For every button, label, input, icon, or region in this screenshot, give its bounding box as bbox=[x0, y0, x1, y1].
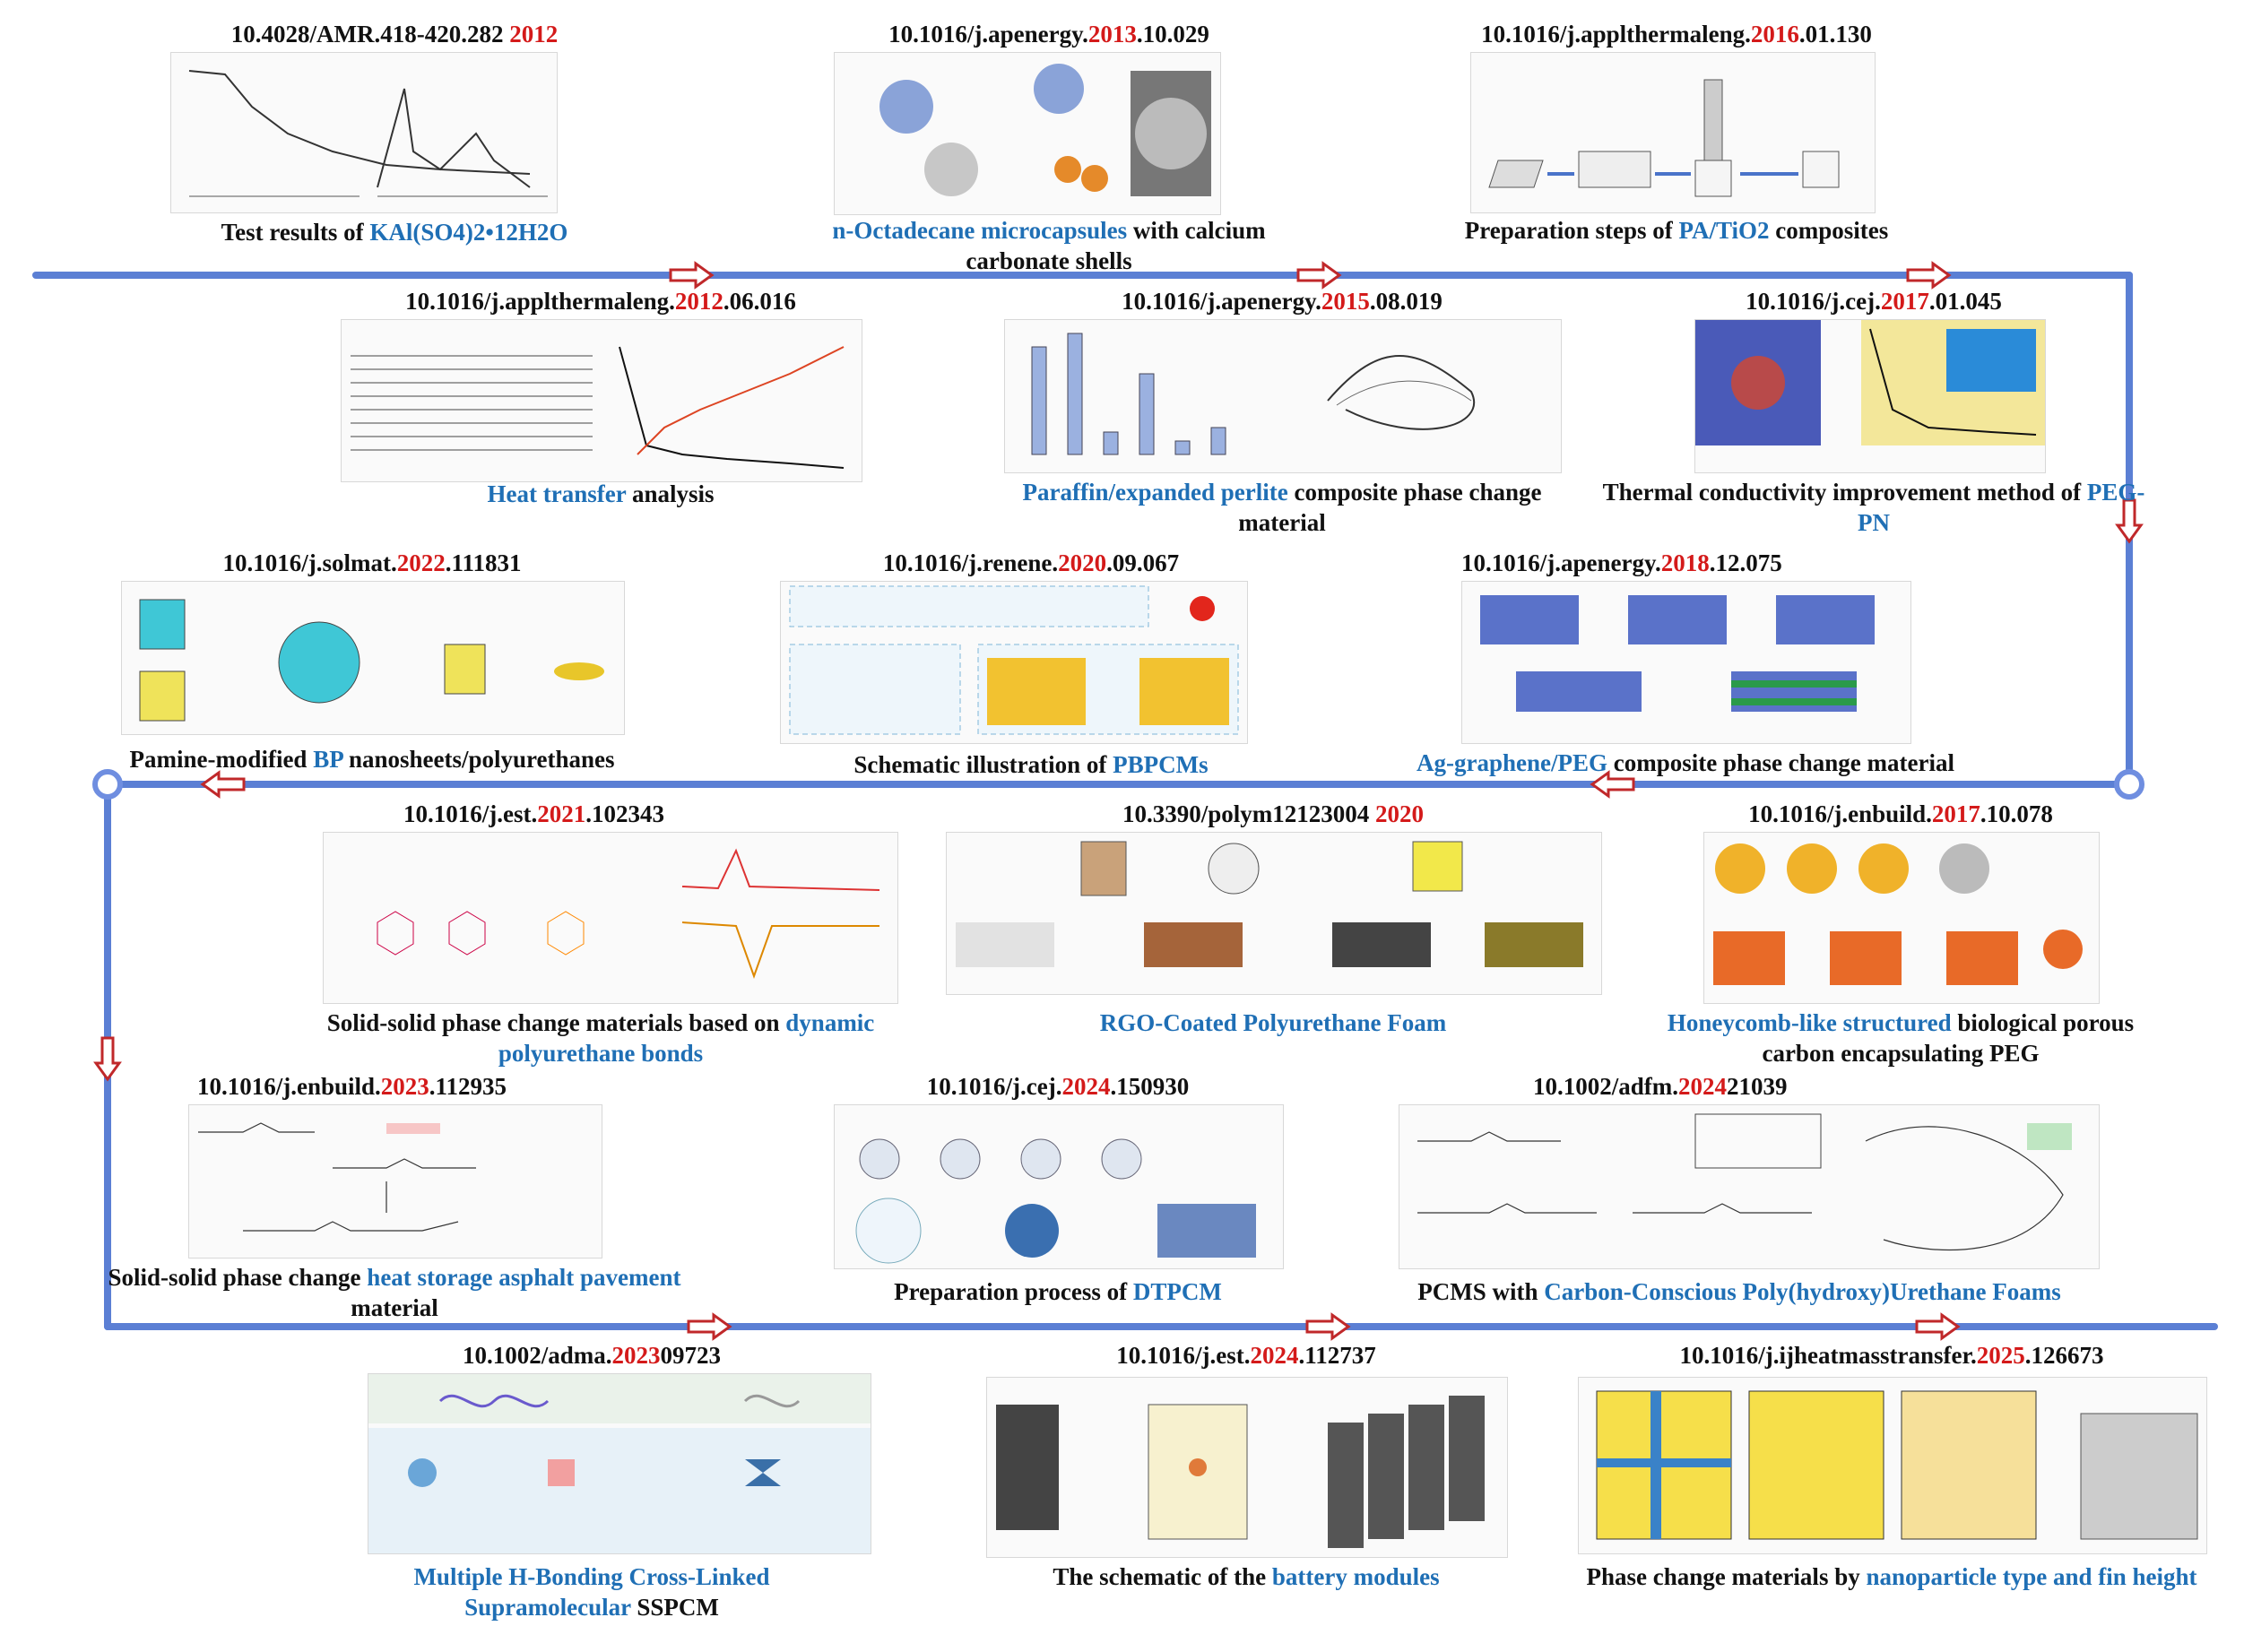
caption: Ag-graphene/PEG composite phase change m… bbox=[1417, 749, 1954, 776]
panel-heat-transfer: 10.1016/j.applthermaleng.2012.06.016 Hea… bbox=[296, 287, 905, 515]
doi-label: 10.1016/j.applthermaleng.2016.01.130 bbox=[1481, 21, 1872, 48]
doi-label: 10.1016/j.est.2021.102343 bbox=[403, 800, 664, 827]
panel-kal-so4: 10.4028/AMR.418-420.282 2012 Test result… bbox=[152, 20, 637, 253]
caption: The schematic of the battery modules bbox=[1053, 1563, 1440, 1590]
doi-label: 10.1016/j.cej.2024.150930 bbox=[926, 1073, 1190, 1100]
panel-pa-tio2: 10.1016/j.applthermaleng.2016.01.130 Pre… bbox=[1399, 20, 1954, 253]
caption: Preparation steps of PA/TiO2 composites bbox=[1464, 217, 1889, 244]
figure-dtpcm-process bbox=[834, 1104, 1284, 1269]
caption: Preparation process of DTPCM bbox=[894, 1278, 1222, 1305]
figure-paraffin-results bbox=[1004, 319, 1562, 473]
panel-octadecane-microcapsules: 10.1016/j.apenergy.2013.10.029 n-Octadec… bbox=[789, 20, 1309, 274]
figure-thermal-conductivity bbox=[1694, 319, 2046, 473]
figure-xrd-analysis bbox=[341, 319, 862, 482]
panel-ag-graphene: 10.1016/j.apenergy.2018.12.075 Ag-graphe… bbox=[1345, 549, 2026, 786]
panel-pbpcms: 10.1016/j.renene.2020.09.067 Schematic i… bbox=[780, 549, 1282, 786]
flow-arrow bbox=[1906, 261, 1952, 290]
caption: Schematic illustration of PBPCMs bbox=[853, 751, 1209, 778]
doi-label: 10.1016/j.ijheatmasstransfer.2025.126673 bbox=[1679, 1342, 2104, 1369]
doi-label: 10.1016/j.renene.2020.09.067 bbox=[882, 549, 1180, 576]
figure-rgo-foam-process bbox=[946, 832, 1602, 995]
doi-label: 10.3390/polym12123004 2020 bbox=[1122, 800, 1424, 827]
panel-bp-nanosheets: 10.1016/j.solmat.2022.111831 Pamine-modi… bbox=[81, 549, 663, 782]
panel-dtpcm: 10.1016/j.cej.2024.150930 Preparation pr… bbox=[807, 1072, 1309, 1319]
figure-pbpcm-schematic bbox=[780, 581, 1248, 744]
doi-label: 10.1016/j.cej.2017.01.045 bbox=[1746, 288, 2002, 315]
doi-label: 10.1016/j.apenergy.2018.12.075 bbox=[1461, 549, 1782, 576]
doi-label: 10.1002/adma.202309723 bbox=[462, 1342, 721, 1369]
doi-label: 10.1016/j.apenergy.2013.10.029 bbox=[888, 21, 1209, 48]
caption: Multiple H-Bonding Cross-Linked Supramol… bbox=[413, 1563, 770, 1621]
flow-arrow bbox=[687, 1312, 732, 1341]
figure-fin-configuration bbox=[1578, 1377, 2207, 1554]
doi-label: 10.1016/j.enbuild.2017.10.078 bbox=[1748, 800, 2053, 827]
panel-battery-modules: 10.1016/j.est.2024.112737 The schematic … bbox=[968, 1341, 1524, 1610]
caption: Solid-solid phase change heat storage as… bbox=[108, 1264, 681, 1321]
flow-arrow bbox=[669, 261, 715, 290]
doi-label: 10.1002/adfm.202421039 bbox=[1533, 1073, 1788, 1100]
doi-label: 10.1016/j.apenergy.2015.08.019 bbox=[1122, 288, 1443, 315]
caption: Solid-solid phase change materials based… bbox=[326, 1009, 875, 1067]
panel-rgo-foam: 10.3390/polym12123004 2020 RGO-Coated Po… bbox=[932, 800, 1614, 1051]
figure-bp-synthesis bbox=[121, 581, 625, 735]
panel-peg-pn: 10.1016/j.cej.2017.01.045 Thermal conduc… bbox=[1596, 287, 2152, 542]
panel-dynamic-polyurethane: 10.1016/j.est.2021.102343 Solid-solid ph… bbox=[296, 800, 905, 1077]
caption: Pamine-modified BP nanosheets/polyuretha… bbox=[129, 746, 615, 773]
figure-ag-graphene-structure bbox=[1461, 581, 1911, 744]
caption: PCMS with Carbon-Conscious Poly(hydroxy)… bbox=[1417, 1278, 2061, 1305]
figure-ssp-dsc bbox=[323, 832, 898, 1004]
figure-microcapsule-synthesis bbox=[834, 52, 1221, 215]
panel-h-bonding-sspcm: 10.1002/adma.202309723 Multiple H-Bondin… bbox=[341, 1341, 871, 1637]
doi-label: 10.1016/j.applthermaleng.2012.06.016 bbox=[405, 288, 796, 315]
panel-honeycomb-carbon: 10.1016/j.enbuild.2017.10.078 Honeycomb-… bbox=[1632, 800, 2170, 1077]
figure-thermal-curves bbox=[170, 52, 558, 213]
doi-label: 10.1016/j.solmat.2022.111831 bbox=[222, 549, 522, 576]
figure-h-bonding-phases bbox=[368, 1373, 871, 1554]
caption: Honeycomb-like structured biological por… bbox=[1667, 1009, 2135, 1067]
panel-paraffin-perlite: 10.1016/j.apenergy.2015.08.019 Paraffin/… bbox=[995, 287, 1569, 542]
caption: Paraffin/expanded perlite composite phas… bbox=[1022, 479, 1542, 536]
panel-nanoparticle-fin: 10.1016/j.ijheatmasstransfer.2025.126673… bbox=[1560, 1341, 2223, 1637]
figure-battery-schematic bbox=[986, 1377, 1508, 1558]
doi-label: 10.1016/j.enbuild.2023.112935 bbox=[197, 1073, 507, 1100]
figure-preparation-steps bbox=[1470, 52, 1876, 213]
caption: Phase change materials by nanoparticle t… bbox=[1586, 1563, 2197, 1590]
caption: RGO-Coated Polyurethane Foam bbox=[1099, 1009, 1447, 1036]
panel-poly-hydroxy-urethane: 10.1002/adfm.202421039 PCMS with Carbon-… bbox=[1327, 1072, 2152, 1319]
figure-phu-foam-chemistry bbox=[1399, 1104, 2100, 1269]
caption: Thermal conductivity improvement method … bbox=[1602, 479, 2145, 536]
doi-label: 10.1016/j.est.2024.112737 bbox=[1116, 1342, 1376, 1369]
figure-asphalt-chemistry bbox=[188, 1104, 602, 1258]
flow-node bbox=[2114, 769, 2144, 800]
panel-asphalt-pavement: 10.1016/j.enbuild.2023.112935 Solid-soli… bbox=[108, 1072, 681, 1328]
caption: n-Octadecane microcapsules with calcium … bbox=[832, 217, 1266, 274]
caption: Heat transfer analysis bbox=[487, 480, 715, 507]
doi-label: 10.4028/AMR.418-420.282 2012 bbox=[230, 21, 559, 48]
caption: Test results of KAl(SO4)2•12H2O bbox=[221, 219, 568, 246]
figure-honeycomb-process bbox=[1703, 832, 2100, 1004]
